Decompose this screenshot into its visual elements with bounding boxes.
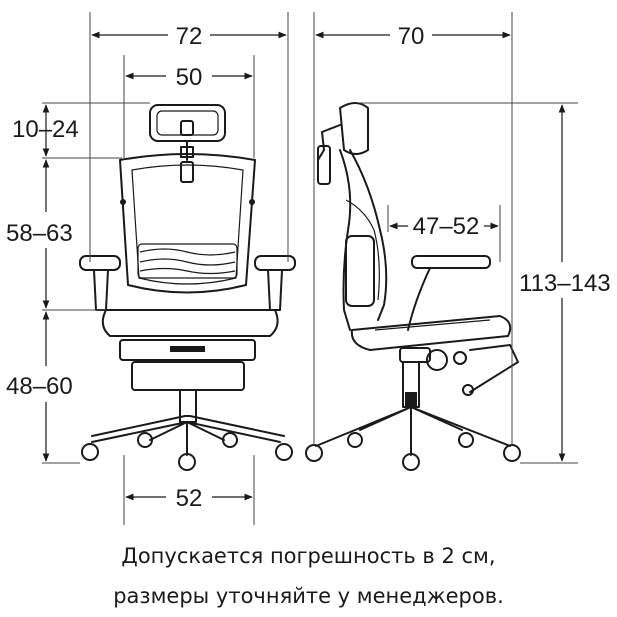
front-view-chair — [79, 104, 296, 471]
total-height-label: 113–143 — [519, 270, 611, 297]
caption-line-1: Допускается погрешность в 2 см, — [121, 544, 496, 568]
front-dimensions: 72 50 10–24 58–63 48–60 52 — [6, 12, 289, 525]
headrest-adjust-label: 10–24 — [12, 116, 79, 143]
seat-depth-label: 47–52 — [413, 213, 480, 240]
front-back-width-label: 50 — [176, 64, 203, 91]
base-width-label: 52 — [176, 485, 203, 512]
front-total-width-label: 72 — [176, 23, 203, 50]
seat-height-label: 48–60 — [6, 373, 73, 400]
chair-dimension-drawing: 72 50 10–24 58–63 48–60 52 70 — [6, 12, 611, 525]
caption-line-2: размеры уточняйте у менеджеров. — [113, 584, 504, 608]
side-total-depth-label: 70 — [398, 23, 425, 50]
side-view-chair — [305, 102, 521, 471]
back-height-label: 58–63 — [6, 220, 73, 247]
side-dimensions: 70 47–52 113–143 — [313, 12, 611, 464]
